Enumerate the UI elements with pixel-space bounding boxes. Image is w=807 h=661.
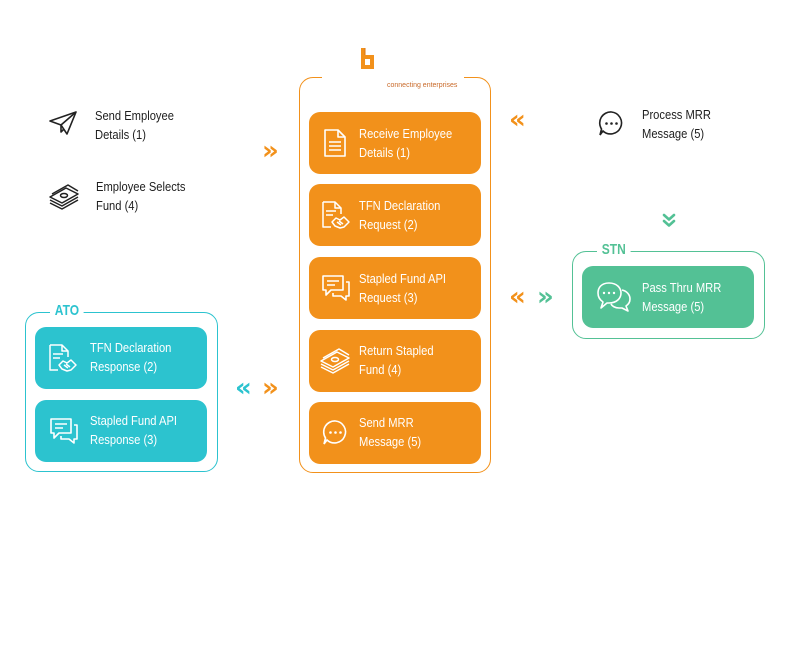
center-card-4-line1: Return Stapled [359, 343, 434, 358]
process-mrr-line1: Process MRR [642, 107, 711, 122]
brand-logo-icon [359, 47, 377, 71]
center-card-5-line1: Send MRR [359, 415, 414, 430]
arrow-right-center-to-stn: » [537, 282, 554, 312]
center-card-tfn-declaration-request: TFN Declaration Request (2) [309, 184, 481, 246]
center-card-2-line2: Request (2) [359, 217, 418, 232]
ato-card-1-line1: TFN Declaration [90, 340, 172, 355]
employee-item-selects-fund-line2: Fund (4) [96, 198, 139, 213]
speech-bubble-dots-icon [598, 110, 625, 137]
arrow-left-stn-to-center: « [509, 282, 526, 312]
center-card-send-mrr-message: Send MRR Message (5) [309, 402, 481, 464]
process-mrr-label: Process MRR Message (5) [642, 105, 711, 143]
center-card-stapled-fund-api-request: Stapled Fund API Request (3) [309, 257, 481, 319]
ato-card-1-line2: Response (2) [90, 359, 158, 374]
employee-item-selects-fund-line1: Employee Selects [96, 179, 186, 194]
double-chat-icon [596, 281, 632, 313]
document-icon [323, 128, 347, 158]
arrow-left-center-to-process: « [509, 105, 526, 135]
stn-card-pass-thru-mrr-message: Pass Thru MRR Message (5) [582, 266, 754, 328]
document-handshake-icon [321, 200, 351, 230]
center-card-return-stapled-fund: Return Stapled Fund (4) [309, 330, 481, 392]
speech-bubble-dots-icon [322, 419, 349, 446]
employee-item-selects-fund: Employee Selects Fund (4) [96, 177, 185, 215]
center-card-receive-employee-details: Receive Employee Details (1) [309, 112, 481, 174]
center-card-1-line2: Details (1) [359, 145, 410, 160]
employee-item-send-details-line2: Details (1) [95, 127, 146, 142]
arrow-right-ato-to-center: » [262, 373, 279, 403]
ato-card-tfn-declaration-response: TFN Declaration Response (2) [35, 327, 207, 389]
stn-card-line2: Message (5) [642, 299, 705, 314]
ato-card-2-line1: Stapled Fund API [90, 413, 178, 428]
center-card-1-line1: Receive Employee [359, 126, 453, 141]
arrow-left-center-to-ato: « [235, 373, 252, 403]
center-card-4-line2: Fund (4) [359, 362, 402, 377]
stn-frame [572, 251, 765, 339]
document-handshake-icon [48, 343, 78, 373]
money-stack-icon [319, 347, 351, 375]
center-card-3-line2: Request (3) [359, 290, 418, 305]
ato-frame [25, 312, 218, 472]
center-card-2-line1: TFN Declaration [359, 198, 441, 213]
center-frame-gap [322, 73, 464, 81]
employee-item-send-details: Send Employee Details (1) [95, 106, 174, 144]
ato-card-stapled-fund-api-response: Stapled Fund API Response (3) [35, 400, 207, 462]
stn-card-line1: Pass Thru MRR [642, 280, 722, 295]
ato-card-2-line2: Response (3) [90, 432, 158, 447]
arrow-down-process-to-stn [661, 212, 677, 228]
ato-title: ATO [50, 302, 84, 320]
chat-bubbles-icon [49, 417, 79, 445]
center-card-3-line1: Stapled Fund API [359, 271, 447, 286]
center-card-5-line2: Message (5) [359, 434, 422, 449]
chat-bubbles-icon [321, 274, 351, 302]
money-stack-icon [48, 183, 80, 211]
paper-plane-icon [48, 110, 78, 136]
brand-tagline: connecting enterprises [387, 82, 458, 89]
process-mrr-line2: Message (5) [642, 126, 705, 141]
employee-item-send-details-line1: Send Employee [95, 108, 174, 123]
stn-title: STN [597, 241, 631, 259]
arrow-right-employee-to-center: » [262, 136, 279, 166]
